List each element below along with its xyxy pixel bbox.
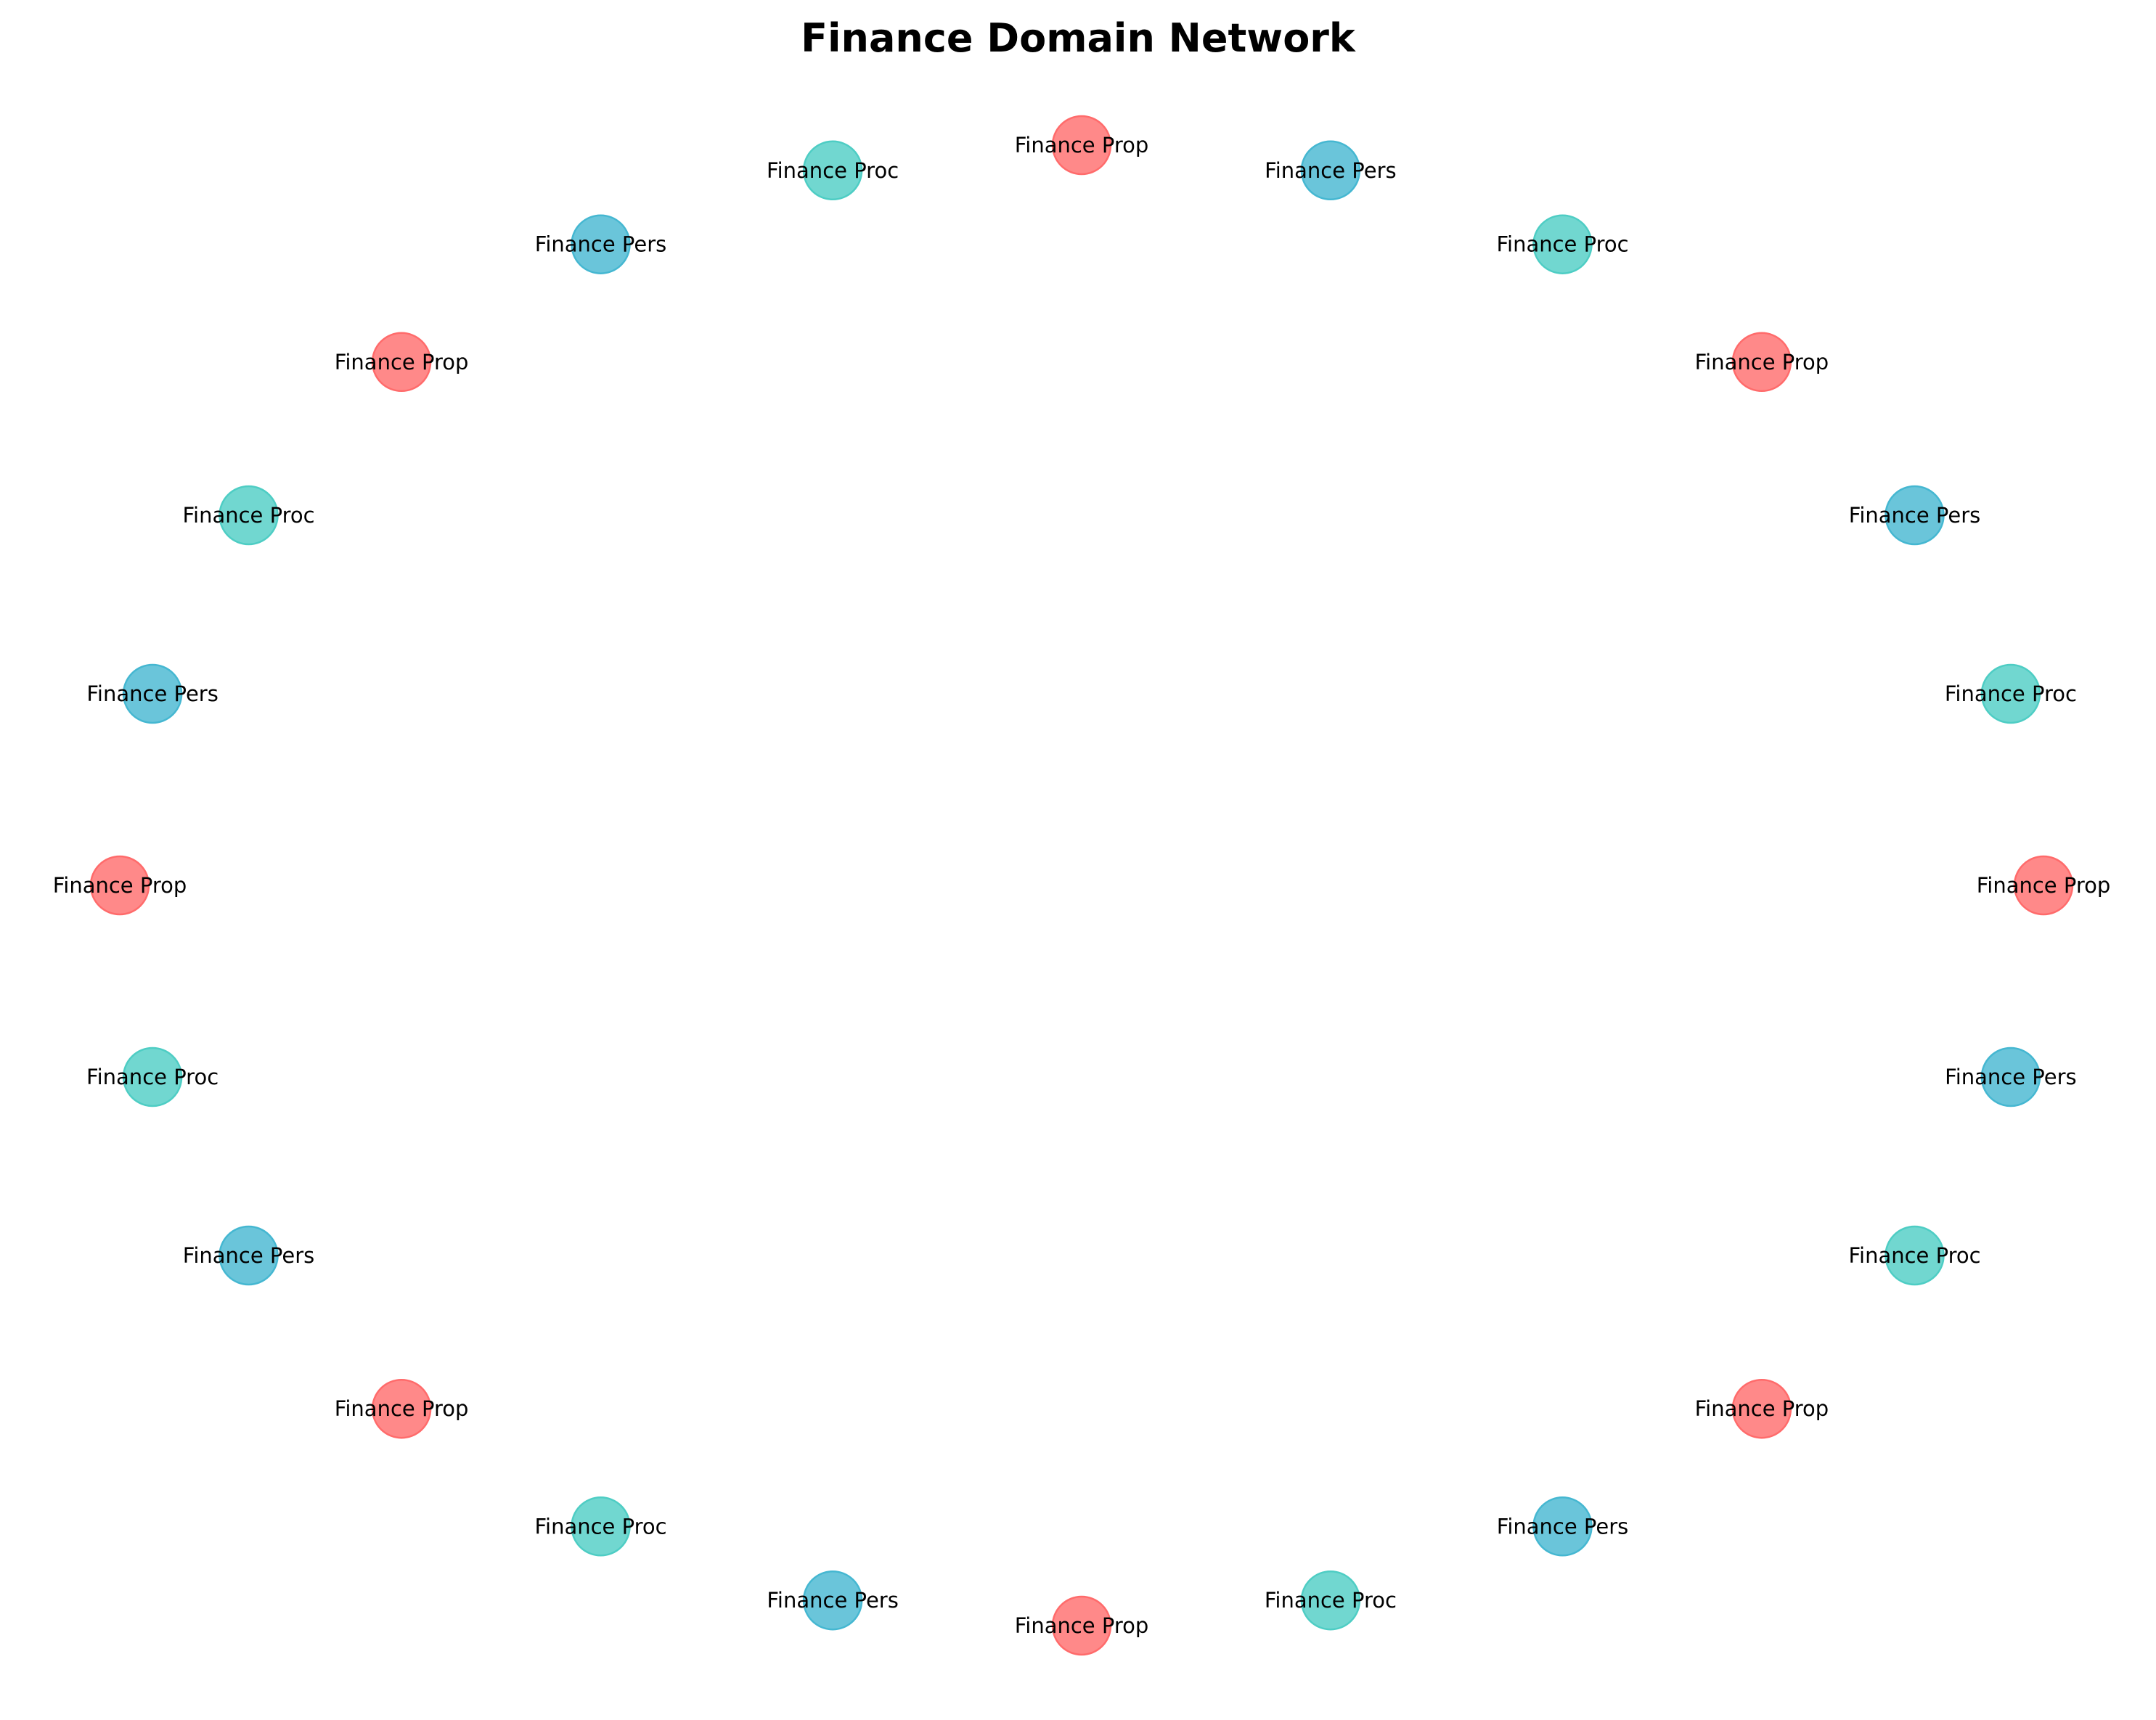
node-circle — [1532, 214, 1593, 274]
node-label: Finance Pers — [1945, 1065, 2077, 1089]
node-circle — [1532, 1496, 1593, 1557]
node-label: Finance Proc — [1848, 1243, 1980, 1268]
network-node-finance-prop: Finance Prop — [1695, 1378, 1829, 1439]
node-circle — [371, 332, 432, 393]
node-label: Finance Prop — [1695, 1396, 1829, 1421]
node-circle — [1731, 1378, 1792, 1439]
node-circle — [89, 855, 150, 916]
network-node-finance-pers: Finance Pers — [86, 663, 219, 724]
network-node-finance-prop: Finance Prop — [53, 855, 187, 916]
node-label: Finance Prop — [1695, 350, 1829, 374]
network-node-finance-pers: Finance Pers — [535, 214, 667, 274]
network-node-finance-proc: Finance Proc — [1945, 663, 2077, 724]
node-label: Finance Prop — [1015, 133, 1149, 157]
node-label: Finance Proc — [1945, 681, 2077, 706]
node-label: Finance Prop — [1015, 1613, 1149, 1638]
node-label: Finance Pers — [1849, 503, 1981, 528]
node-circle — [1300, 1570, 1361, 1631]
node-label: Finance Proc — [534, 1514, 666, 1539]
node-circle — [1051, 1595, 1112, 1656]
network-node-finance-proc: Finance Proc — [86, 1047, 219, 1107]
node-label: Finance Prop — [335, 1396, 469, 1421]
node-circle — [802, 1570, 863, 1631]
network-node-finance-pers: Finance Pers — [1849, 485, 1981, 546]
network-node-finance-proc: Finance Proc — [182, 485, 315, 546]
node-label: Finance Pers — [535, 232, 667, 257]
node-label: Finance Prop — [1977, 873, 2111, 898]
node-circle — [371, 1378, 432, 1439]
node-circle — [122, 1047, 183, 1107]
network-node-finance-pers: Finance Pers — [1945, 1047, 2077, 1107]
network-node-finance-pers: Finance Pers — [1265, 140, 1397, 201]
node-label: Finance Proc — [767, 158, 899, 183]
node-label: Finance Proc — [1265, 1588, 1397, 1613]
node-circle — [1980, 1047, 2041, 1107]
node-label: Finance Prop — [53, 873, 187, 898]
node-circle — [1300, 140, 1361, 201]
node-circle — [219, 1225, 279, 1286]
network-node-finance-proc: Finance Proc — [1496, 214, 1629, 274]
node-circle — [571, 1496, 631, 1557]
network-node-finance-prop: Finance Prop — [1015, 1595, 1149, 1656]
network-node-finance-prop: Finance Prop — [335, 332, 469, 393]
network-node-finance-prop: Finance Prop — [335, 1378, 469, 1439]
node-circle — [802, 140, 863, 201]
node-circle — [1731, 332, 1792, 393]
network-node-finance-prop: Finance Prop — [1695, 332, 1829, 393]
network-node-finance-proc: Finance Proc — [1848, 1225, 1981, 1286]
node-circle — [571, 214, 631, 274]
node-circle — [1885, 1225, 1945, 1286]
node-label: Finance Pers — [1265, 158, 1397, 183]
network-node-finance-pers: Finance Pers — [1497, 1496, 1629, 1557]
node-label: Finance Pers — [767, 1588, 899, 1613]
node-circle — [219, 485, 279, 546]
node-label: Finance Prop — [335, 350, 469, 374]
node-label: Finance Pers — [1497, 1514, 1629, 1539]
node-circle — [1051, 115, 1112, 176]
network-node-finance-pers: Finance Pers — [183, 1225, 315, 1286]
node-circle — [122, 663, 183, 724]
network-node-finance-proc: Finance Proc — [534, 1496, 667, 1557]
network-node-finance-proc: Finance Proc — [767, 140, 899, 201]
diagram-title: Finance Domain Network — [801, 15, 1355, 61]
network-node-finance-proc: Finance Proc — [1265, 1570, 1397, 1631]
node-label: Finance Proc — [1496, 232, 1628, 257]
node-circle — [1885, 485, 1945, 546]
network-node-finance-pers: Finance Pers — [767, 1570, 899, 1631]
network-node-finance-prop: Finance Prop — [1977, 855, 2111, 916]
node-circle — [1980, 663, 2041, 724]
node-label: Finance Pers — [183, 1243, 315, 1268]
network-node-finance-prop: Finance Prop — [1015, 115, 1149, 176]
node-label: Finance Pers — [86, 681, 219, 706]
node-label: Finance Proc — [182, 503, 314, 528]
node-label: Finance Proc — [86, 1065, 219, 1089]
node-circle — [2013, 855, 2074, 916]
